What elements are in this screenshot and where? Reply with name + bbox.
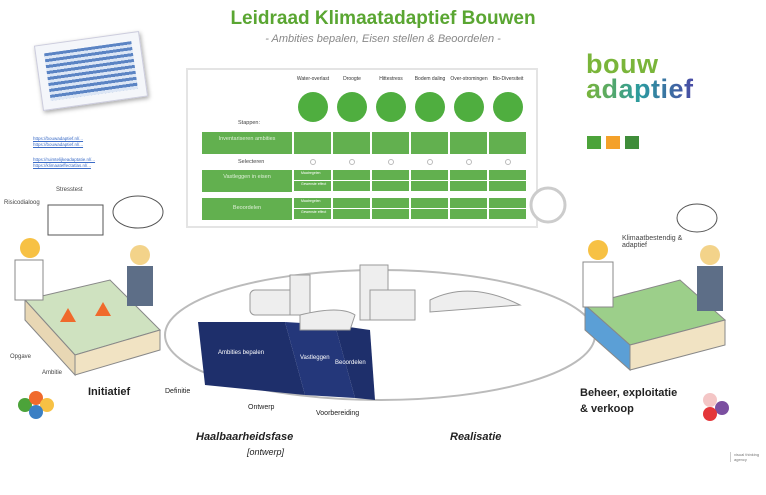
table-cell	[450, 170, 487, 180]
table-cell	[450, 198, 487, 208]
link[interactable]: https://ruimtelijkeadaptatie.nl/...	[33, 157, 96, 162]
sub-row-label: Gewenste effect	[301, 210, 327, 214]
page-title: Leidraad Klimaatadaptief Bouwen	[230, 8, 536, 29]
table-cell	[450, 209, 487, 219]
phase-realisatie: Realisatie	[450, 431, 502, 443]
table-cell	[450, 132, 487, 154]
phase-hexagons-right	[703, 393, 729, 421]
label-opgave: Opgave	[10, 354, 32, 360]
table-cell	[489, 209, 526, 219]
table-cell	[372, 209, 409, 219]
table-cell	[333, 181, 370, 191]
phase-beheer: Beheer, exploitatie	[580, 387, 678, 399]
leidraad-table: Stappen: Inventariseren ambities Selecte…	[186, 68, 538, 228]
phase-definitie: Definitie	[165, 388, 191, 395]
column-header: Water-overlast	[296, 76, 330, 82]
climate-theme-icon	[298, 92, 328, 122]
select-radio[interactable]	[388, 159, 394, 165]
approval-seal	[529, 186, 567, 224]
select-radio[interactable]	[349, 159, 355, 165]
label-klimaatbestendig: Klimaatbestendig & adaptief	[622, 235, 683, 249]
sdg-icon	[587, 136, 601, 149]
table-cell	[411, 209, 448, 219]
table-cell	[333, 209, 370, 219]
segment-vastleggen	[285, 322, 355, 398]
phase-initiatief: Initiatief	[88, 386, 131, 398]
sub-row-label: Gewenste effect	[301, 182, 327, 186]
table-cell	[411, 170, 448, 180]
sdg-icon	[625, 136, 639, 149]
phase-hexagons-left	[18, 391, 54, 419]
segment-label: Vastleggen	[300, 355, 330, 361]
table-cell	[489, 132, 526, 154]
column-header: Bodem daling	[414, 76, 446, 82]
select-radio[interactable]	[466, 159, 472, 165]
table-cell	[450, 181, 487, 191]
segment-ambities	[198, 322, 305, 395]
phase-ontwerp: Ontwerp	[248, 404, 275, 411]
select-radio[interactable]	[505, 159, 511, 165]
table-cell	[372, 170, 409, 180]
table-cell	[489, 198, 526, 208]
table-cell	[372, 132, 409, 154]
table-cell	[489, 170, 526, 180]
phase-haalbaarheid-sub: [ontwerp]	[247, 447, 285, 457]
right-scene	[582, 203, 727, 372]
column-header: Droogte	[343, 76, 361, 82]
link[interactable]: https://bouwadaptief.nl/...	[33, 142, 84, 147]
table-cell	[411, 132, 448, 154]
table-cell	[294, 209, 331, 219]
link[interactable]: https://bouwadaptief.nl/...	[33, 136, 84, 141]
segment-label: Ambities bepalen	[218, 350, 265, 356]
sub-row-label: Maatregelen	[301, 171, 321, 175]
label-ambitie: Ambitie	[42, 370, 63, 376]
table-cell	[372, 181, 409, 191]
left-scene	[14, 195, 164, 377]
select-radio[interactable]	[427, 159, 433, 165]
sdg-icon	[606, 136, 620, 149]
phase-haalbaarheid: Haalbaarheidsfase	[196, 431, 294, 443]
column-header: Bio-Diversiteit	[492, 76, 524, 82]
label-risicodialoog: Risicodialoog	[4, 200, 40, 206]
column-header: Hittestress	[379, 76, 403, 82]
table-cell	[372, 198, 409, 208]
column-header: Over-stromingen	[450, 76, 488, 82]
segment-beoordelen	[335, 325, 375, 400]
bouwadaptief-logo: bouw adaptief	[586, 49, 694, 104]
page-subtitle: - Ambities bepalen, Eisen stellen & Beoo…	[265, 33, 501, 45]
row-inventariseren: Inventariseren ambities	[202, 132, 292, 154]
logo-line-1: bouw	[586, 49, 659, 79]
credit-tagline: visual thinking agency	[730, 452, 760, 462]
table-cell	[411, 181, 448, 191]
row-beoordelen: Beoordelen	[202, 198, 292, 220]
climate-theme-icon	[376, 92, 406, 122]
row-selecteren: Selecteren	[238, 159, 265, 165]
table-cell	[294, 198, 331, 208]
sub-row-label: Maatregelen	[301, 199, 321, 203]
table-cell	[411, 198, 448, 208]
segment-label: Beoordelen	[335, 360, 366, 366]
climate-theme-icon	[454, 92, 484, 122]
row-vastleggen: Vastleggen in eisen	[202, 170, 292, 192]
table-cell	[489, 181, 526, 191]
label-stresstest: Stresstest	[56, 187, 83, 193]
table-cell	[294, 170, 331, 180]
climate-theme-icon	[493, 92, 523, 122]
logo-line-2: adaptief	[586, 74, 694, 104]
link[interactable]: https://klimaateffectatlas.nl/...	[33, 163, 91, 168]
table-cell	[333, 170, 370, 180]
table-cell	[333, 132, 370, 154]
table-cell	[294, 132, 331, 154]
climate-theme-icon	[415, 92, 445, 122]
stappen-label: Stappen:	[238, 120, 261, 126]
select-radio[interactable]	[310, 159, 316, 165]
climate-theme-icon	[337, 92, 367, 122]
phase-verkoop: & verkoop	[580, 403, 634, 415]
table-cell	[294, 181, 331, 191]
phase-voorbereiding: Voorbereiding	[316, 410, 360, 417]
table-cell	[333, 198, 370, 208]
